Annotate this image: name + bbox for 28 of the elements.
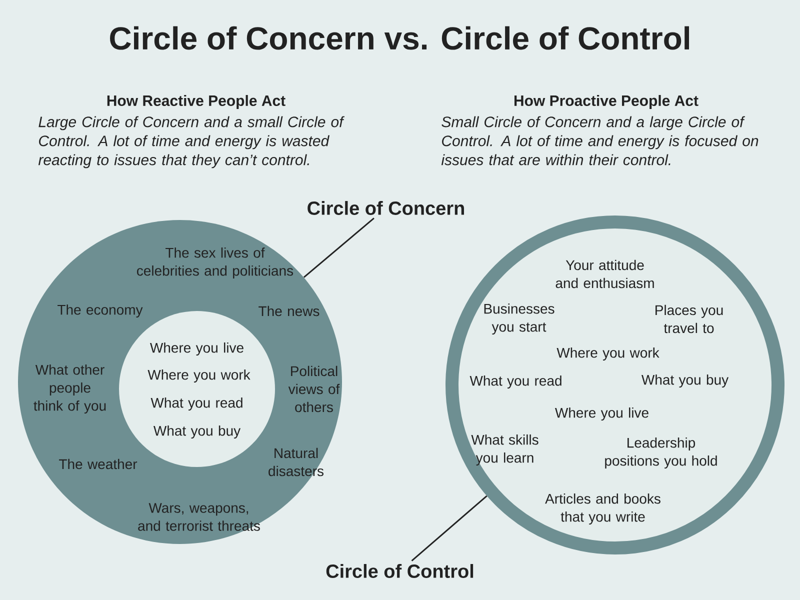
circle-item: What you read <box>470 375 562 389</box>
circle-item: Articles and books that you write <box>545 493 660 525</box>
circle-item: What you read <box>150 397 242 411</box>
circle-item: Where you work <box>556 347 660 361</box>
leader-line <box>303 218 374 278</box>
circle-item: Where you live <box>555 407 648 421</box>
leader-line <box>411 495 488 562</box>
circle-item: Where you work <box>148 369 250 383</box>
circle-item: Businesses you start <box>484 303 554 335</box>
circle-item: Your attitude and enthusiasm <box>556 260 654 288</box>
circle-caption: Circle of Concern <box>308 201 464 215</box>
column-heading: How Reactive People Act <box>107 95 286 109</box>
circle-item: What other people think of you <box>34 364 106 414</box>
circle-caption: Circle of Control <box>326 564 474 578</box>
circle-item: What you buy <box>154 425 241 439</box>
circle-item: Political views of others <box>288 366 340 412</box>
circle-item: The economy <box>58 304 143 318</box>
description-text: Small Circle of Concern and a large Circle of Control. A lot of time and energy is focused on issues that are within their control. <box>441 116 758 166</box>
column-heading: How Proactive People Act <box>514 95 698 109</box>
circle-item: What you buy <box>642 374 729 388</box>
circle-item: The sex lives of celebrities and politicians <box>137 247 294 279</box>
circle-item: Leadership positions you hold <box>605 437 717 469</box>
circle-item: The news <box>258 306 320 316</box>
title: Circle of Concern vs. Circle of Control <box>110 26 689 50</box>
circle-item: Places you travel to <box>656 304 723 334</box>
description-text: Large Circle of Concern and a small Circle of Control. A lot of time and energy is wasted reacting to issues that they can’t control. <box>38 116 345 168</box>
circle-item: Where you live <box>150 342 244 356</box>
circle-item: The weather <box>59 458 138 470</box>
